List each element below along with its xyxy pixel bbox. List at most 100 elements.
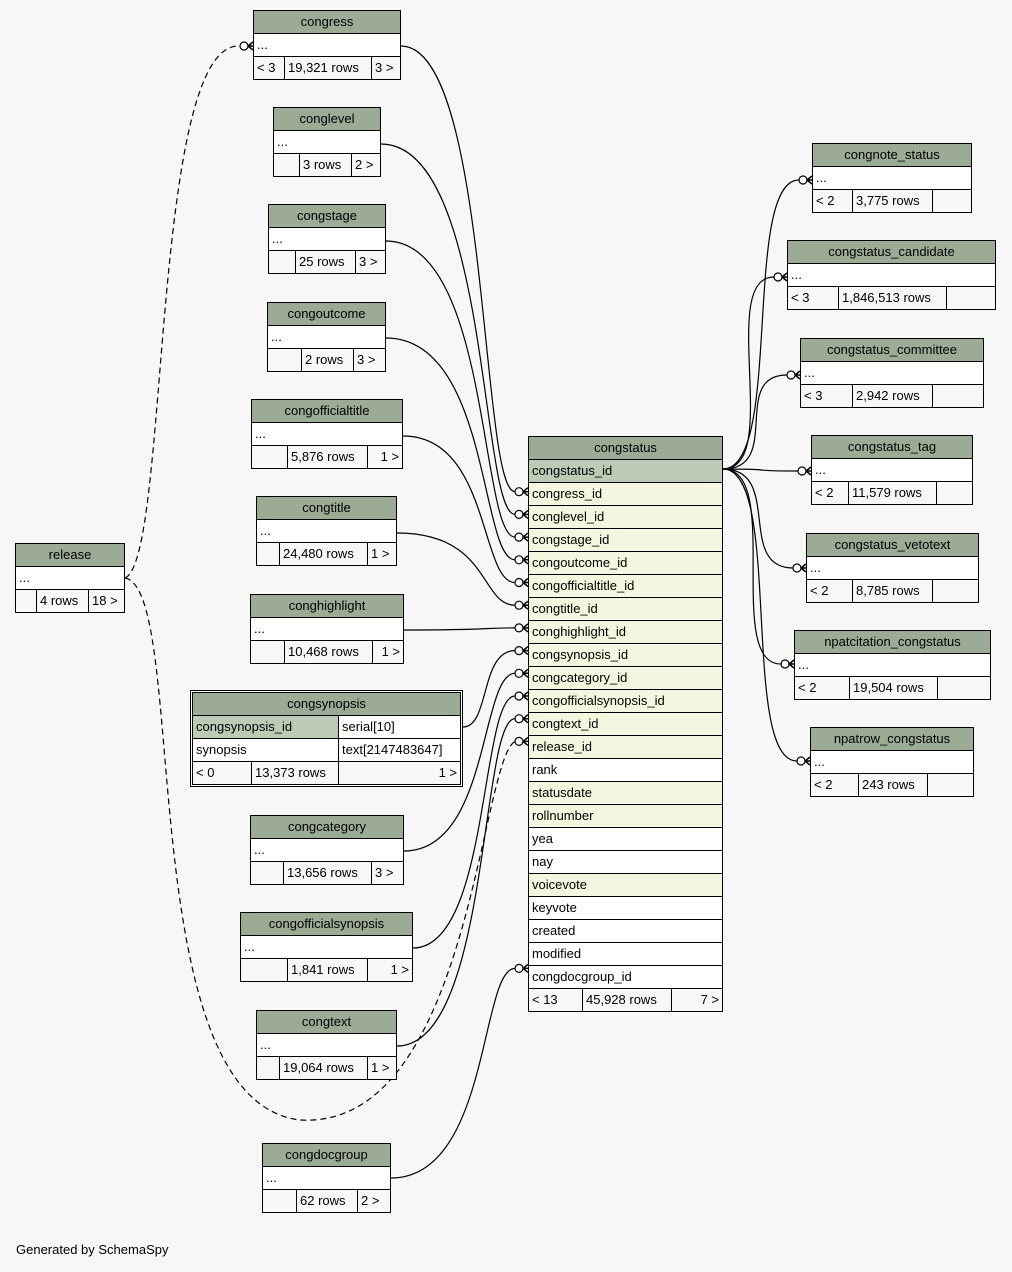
table-congstage[interactable]: congstage ... 25 rows 3 > bbox=[268, 204, 386, 274]
row-count: 3,775 rows bbox=[853, 190, 933, 212]
child-count[interactable] bbox=[938, 677, 990, 699]
table-congcategory[interactable]: congcategory ... 13,656 rows 3 > bbox=[250, 815, 404, 885]
parent-count[interactable]: < 0 bbox=[193, 762, 252, 784]
parent-count[interactable] bbox=[16, 590, 37, 612]
edge-release-congress-optional-circle bbox=[239, 41, 249, 51]
column-congstatus-id: congstatus_id bbox=[529, 460, 722, 483]
table-npatrow-congstatus[interactable]: npatrow_congstatus ... < 2 243 rows bbox=[810, 727, 974, 797]
columns-ellipsis: ... bbox=[257, 520, 396, 543]
parent-count[interactable] bbox=[257, 1057, 280, 1079]
parent-count[interactable] bbox=[257, 543, 280, 565]
child-count[interactable]: 1 > bbox=[371, 1060, 390, 1075]
row-count: 11,579 rows bbox=[849, 482, 937, 504]
table-title: congofficialtitle bbox=[252, 400, 402, 423]
table-congoutcome[interactable]: congoutcome ... 2 rows 3 > bbox=[267, 302, 386, 372]
parent-count[interactable]: < 3 bbox=[788, 287, 839, 309]
child-count[interactable]: 2 > bbox=[355, 157, 374, 172]
table-congstatus-committee[interactable]: congstatus_committee ... < 3 2,942 rows bbox=[800, 338, 984, 408]
table-title: release bbox=[16, 544, 124, 567]
table-congofficialsynopsis[interactable]: congofficialsynopsis ... 1,841 rows 1 > bbox=[240, 912, 413, 982]
parent-count[interactable] bbox=[252, 446, 288, 468]
table-title: npatcitation_congstatus bbox=[795, 631, 990, 654]
row-count: 25 rows bbox=[296, 251, 356, 273]
table-footer: 1,841 rows 1 > bbox=[241, 959, 412, 981]
row-count: 2 rows bbox=[302, 349, 354, 371]
row-count: 24,480 rows bbox=[280, 543, 368, 565]
parent-count[interactable]: < 13 bbox=[529, 989, 583, 1011]
table-congofficialtitle[interactable]: congofficialtitle ... 5,876 rows 1 > bbox=[251, 399, 403, 469]
child-count[interactable] bbox=[933, 385, 983, 407]
child-count[interactable]: 7 > bbox=[700, 992, 719, 1007]
table-footer: < 3 1,846,513 rows bbox=[788, 287, 995, 309]
column-yea: yea bbox=[529, 828, 722, 851]
parent-count[interactable]: < 2 bbox=[813, 190, 853, 212]
edge-congofficialtitle-optional-circle bbox=[514, 577, 524, 588]
parent-count[interactable]: < 2 bbox=[807, 580, 853, 602]
child-count[interactable]: 1 > bbox=[371, 546, 390, 561]
edge-conghighlight-optional-circle bbox=[514, 623, 524, 633]
generated-by-label: Generated by SchemaSpy bbox=[16, 1242, 169, 1257]
child-count[interactable]: 3 > bbox=[359, 254, 378, 269]
edge-congstatus-npatrow_congstatus bbox=[722, 468, 798, 762]
parent-count[interactable] bbox=[268, 349, 302, 371]
table-congtitle[interactable]: congtitle ... 24,480 rows 1 > bbox=[256, 496, 397, 566]
child-count[interactable]: 3 > bbox=[375, 60, 394, 75]
edge-npatcitation_congstatus-optional-circle bbox=[780, 659, 790, 669]
table-congstatus-candidate[interactable]: congstatus_candidate ... < 3 1,846,513 r… bbox=[787, 240, 996, 310]
child-count[interactable]: 1 > bbox=[390, 962, 409, 977]
parent-count[interactable] bbox=[251, 862, 284, 884]
table-congdocgroup[interactable]: congdocgroup ... 62 rows 2 > bbox=[262, 1143, 391, 1213]
edge-congstatus-congstatus_tag bbox=[722, 468, 799, 472]
column-congstage-id: congstage_id bbox=[529, 529, 722, 552]
table-congsynopsis[interactable]: congsynopsis congsynopsis_id serial[10] … bbox=[190, 690, 463, 787]
child-count[interactable]: 3 > bbox=[357, 352, 376, 367]
edge-congnote_status-optional-circle bbox=[798, 175, 808, 185]
child-count[interactable] bbox=[928, 774, 973, 796]
column-congsynopsis-id: congsynopsis_id bbox=[529, 644, 722, 667]
table-congstatus-tag[interactable]: congstatus_tag ... < 2 11,579 rows bbox=[811, 435, 973, 505]
child-count[interactable] bbox=[937, 482, 972, 504]
table-congnote-status[interactable]: congnote_status ... < 2 3,775 rows bbox=[812, 143, 972, 213]
table-conghighlight[interactable]: conghighlight ... 10,468 rows 1 > bbox=[250, 594, 404, 664]
parent-count[interactable] bbox=[251, 641, 285, 663]
columns-ellipsis: ... bbox=[811, 751, 973, 774]
edge-congstatus-congstatus_committee bbox=[722, 374, 788, 470]
parent-count[interactable]: < 3 bbox=[254, 57, 285, 79]
edge-congstatus-npatcitation_congstatus bbox=[722, 468, 782, 665]
parent-count[interactable]: < 2 bbox=[795, 677, 850, 699]
child-count[interactable]: 18 > bbox=[92, 593, 118, 608]
parent-count[interactable] bbox=[269, 251, 296, 273]
edge-congstatus-congstatus_candidate bbox=[722, 276, 775, 470]
child-count[interactable]: 1 > bbox=[381, 644, 400, 659]
child-count[interactable] bbox=[947, 287, 995, 309]
parent-count[interactable]: < 3 bbox=[801, 385, 853, 407]
parent-count[interactable] bbox=[241, 959, 288, 981]
parent-count[interactable] bbox=[274, 154, 300, 176]
child-count[interactable]: 1 > bbox=[380, 449, 399, 464]
edge-congstatus_vetotext-optional-circle bbox=[792, 563, 802, 573]
column-name: synopsis bbox=[193, 739, 339, 761]
table-npatcitation-congstatus[interactable]: npatcitation_congstatus ... < 2 19,504 r… bbox=[794, 630, 991, 700]
child-count[interactable]: 3 > bbox=[375, 865, 394, 880]
column-congofficialtitle-id: congofficialtitle_id bbox=[529, 575, 722, 598]
table-footer: 3 rows 2 > bbox=[274, 154, 380, 176]
edge-congoutcome-optional-circle bbox=[514, 555, 524, 565]
table-congtext[interactable]: congtext ... 19,064 rows 1 > bbox=[256, 1010, 397, 1080]
edge-congcategory-optional-circle bbox=[514, 668, 524, 678]
table-congress[interactable]: congress ... < 3 19,321 rows 3 > bbox=[253, 10, 401, 80]
parent-count[interactable]: < 2 bbox=[812, 482, 849, 504]
row-count: 13,656 rows bbox=[284, 862, 372, 884]
table-release[interactable]: release ... 4 rows 18 > bbox=[15, 543, 125, 613]
child-count[interactable] bbox=[933, 190, 971, 212]
table-footer: < 3 2,942 rows bbox=[801, 385, 983, 407]
child-count[interactable] bbox=[933, 580, 978, 602]
column-row: synopsis text[2147483647] bbox=[193, 739, 460, 762]
parent-count[interactable] bbox=[263, 1190, 297, 1212]
child-count[interactable]: 2 > bbox=[361, 1193, 380, 1208]
table-congstatus-vetotext[interactable]: congstatus_vetotext ... < 2 8,785 rows bbox=[806, 533, 979, 603]
parent-count[interactable]: < 2 bbox=[811, 774, 859, 796]
row-count: 243 rows bbox=[859, 774, 928, 796]
table-conglevel[interactable]: conglevel ... 3 rows 2 > bbox=[273, 107, 381, 177]
child-count[interactable]: 1 > bbox=[438, 765, 457, 780]
